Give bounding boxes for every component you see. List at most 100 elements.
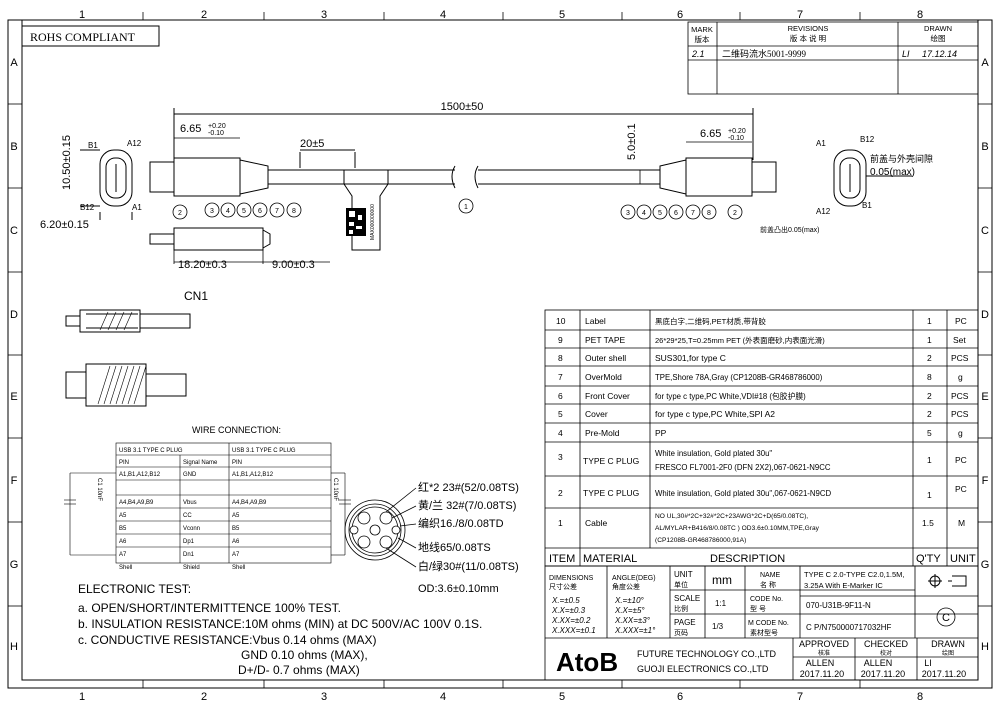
rev-rev-header: REVISIONS — [788, 24, 829, 33]
bom-header-unit: UNIT — [950, 553, 976, 565]
tb-code-cn: 型 号 — [750, 604, 766, 613]
wire-label-yellow: 黄/兰 32#(7/0.08TS) — [418, 498, 516, 512]
dim-mold-len: 9.00±0.3 — [272, 259, 315, 271]
revisions-block — [687, 21, 979, 95]
bom-material-2: TYPE C PLUG — [583, 488, 639, 498]
bom-item-10: 10 — [556, 316, 566, 326]
tb-scale-cn: 比例 — [674, 604, 688, 613]
row-g: G — [10, 559, 19, 571]
bom-qty-1: 1.5 — [922, 518, 934, 528]
dim-right-tol-plus: +0.20 — [728, 128, 746, 135]
electronic-test-line-gnd: GND 0.10 ohms (MAX), — [241, 648, 368, 662]
electronic-test-line-c: c. CONDUCTIVE RESISTANCE:Vbus 0.14 ohms … — [78, 633, 377, 647]
bom-header-desc: DESCRIPTION — [710, 553, 785, 565]
tb-angle-tol-3: X.XXX=±1° — [614, 626, 656, 635]
qr-label: MAX000000000 — [346, 204, 376, 240]
tb-checked-by: ALLEN — [864, 658, 893, 668]
dim-right-plug: 6.65 — [700, 128, 721, 140]
company-name-2: GUOJI ELECTRONICS CO.,LTD — [637, 664, 769, 674]
tb-unit-cn: 单位 — [674, 580, 688, 589]
tb-page-label: PAGE — [674, 618, 696, 627]
pin-b1-left: B1 — [88, 141, 98, 150]
left-end-view — [80, 149, 133, 220]
tb-approved-date: 2017.11.20 — [800, 669, 844, 679]
bom-desc-9: 26*29*25,T=0.25mm PET (外表面磨砂,内表面光滑) — [655, 335, 825, 345]
tb-drawn: DRAWN — [931, 639, 965, 649]
copyright-icon: C — [936, 607, 956, 627]
col-6-bottom: 6 — [677, 691, 683, 703]
bom-desc-4: PP — [655, 428, 667, 438]
row-f-right: F — [982, 475, 989, 487]
tb-page-value: 1/3 — [712, 622, 724, 631]
bom-material-9: PET TAPE — [585, 335, 625, 345]
col-2-bottom: 2 — [201, 691, 207, 703]
row-h: H — [10, 641, 18, 653]
bom-desc-3: White insulation, Gold plated 30u" — [655, 449, 772, 458]
projection-symbol-icon — [928, 574, 967, 588]
qr-label-text: MAX000000000 — [370, 204, 376, 240]
bom-item-1: 1 — [558, 518, 563, 528]
bom-unit-6: PCS — [951, 391, 969, 401]
row-c-right: C — [981, 225, 989, 237]
tb-drawn-date: 2017.11.20 — [922, 669, 966, 679]
bom-unit-2: PC — [955, 484, 967, 494]
wire-row-4-b: Vconn — [183, 526, 200, 532]
wire-sub-signal: Signal Name — [183, 460, 218, 466]
dim-plug-height: 10.50±0.15 — [61, 135, 73, 190]
electronic-test-line-d: D+/D- 0.7 ohms (MAX) — [238, 663, 360, 677]
bom-desc-5: for type c type,PC White,SPI A2 — [655, 409, 775, 419]
bom-qty-6: 2 — [927, 391, 932, 401]
bom-qty-8: 2 — [927, 353, 932, 363]
balloon-8-left: 8 — [292, 208, 296, 215]
bom-qty-5: 2 — [927, 409, 932, 419]
protrusion-note: 前盖凸出0.05(max) — [760, 225, 820, 234]
row-e-right: E — [981, 391, 988, 403]
col-8-bottom: 8 — [917, 691, 923, 703]
tb-approved: APPROVED — [799, 639, 850, 649]
cn1-label: CN1 — [184, 289, 208, 303]
tb-name-value-1: TYPE C 2.0-TYPE C2.0,1.5M, — [804, 570, 904, 579]
col-7: 7 — [797, 9, 803, 21]
balloon-2-right: 2 — [733, 210, 737, 217]
col-2: 2 — [201, 9, 207, 21]
tb-mcode-label: M CODE No. — [748, 620, 789, 627]
balloon-7-left: 7 — [275, 208, 279, 215]
col-4: 4 — [440, 9, 446, 21]
tb-name-cn: 名 称 — [760, 580, 776, 589]
bom-unit-9: Set — [953, 335, 966, 345]
col-4-bottom: 4 — [440, 691, 446, 703]
bom-unit-1: M — [958, 518, 965, 528]
dim-shell-len: 18.20±0.3 — [178, 259, 227, 271]
bom-desc-2: White insulation, Gold plated 30u",067-0… — [655, 489, 832, 498]
wire-label-ground: 地线65/0.08TS — [418, 540, 491, 554]
dim-left-tol-plus: +0.20 — [208, 123, 226, 130]
tb-name-value-2: 3.25A With E-Marker IC — [804, 581, 883, 590]
tb-mcode-value: C P/N750000717032HF — [806, 623, 892, 632]
bom-desc-7: TPE,Shore 78A,Gray (CP1208B-GR468786000) — [655, 373, 823, 382]
row-f: F — [11, 475, 18, 487]
dim-label-pos: 20±5 — [300, 138, 324, 150]
tb-dimensions-label: DIMENSIONS — [549, 575, 594, 582]
rev-date: 17.12.14 — [922, 49, 957, 59]
wire-label-braid: 编织16./8/0.08TD — [418, 516, 504, 530]
tb-angle-label: ANGLE(DEG) — [612, 575, 656, 582]
rev-drawn-header: DRAWN — [924, 24, 952, 33]
bom-item-5: 5 — [558, 409, 563, 419]
wire-row-4-c: B5 — [232, 526, 240, 532]
bom-desc-1c: (CP1208B-GR468786000,91A) — [655, 537, 746, 544]
col-5: 5 — [559, 9, 565, 21]
wire-row-3-b: CC — [183, 513, 192, 519]
bom-item-9: 9 — [558, 335, 563, 345]
rev-drawn-header-cn: 绘图 — [931, 33, 946, 43]
row-e: E — [10, 391, 17, 403]
dim-right-tol-minus: -0.10 — [728, 135, 744, 142]
bom-unit-7: g — [958, 372, 963, 382]
tb-tol-1: X.X=±0.3 — [551, 606, 586, 615]
wire-sub-pin-left: PIN — [119, 460, 129, 466]
row-d: D — [10, 309, 18, 321]
balloon-7-right: 7 — [691, 210, 695, 217]
bom-header-material: MATERIAL — [583, 553, 637, 565]
bom-material-8: Outer shell — [585, 353, 626, 363]
row-b-right: B — [981, 141, 988, 153]
